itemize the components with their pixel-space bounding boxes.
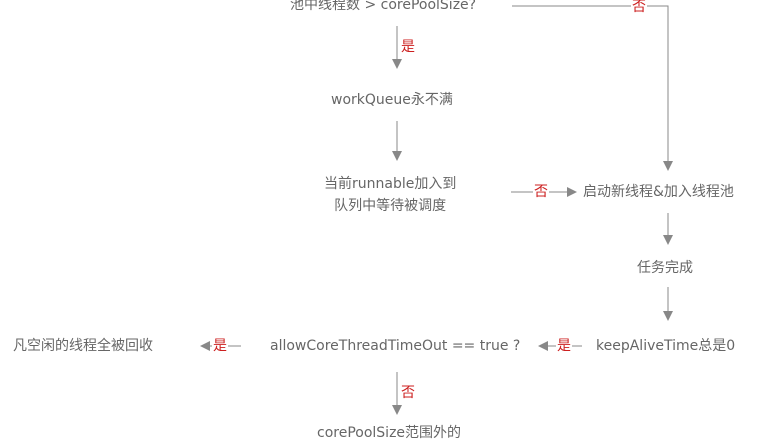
recycle-idle-node: 凡空闲的线程全被回收: [13, 338, 153, 354]
outside-core-node: corePoolSize范围外的: [317, 425, 462, 441]
no-label-top: 否: [631, 0, 647, 15]
start-thread-node: 启动新线程&加入线程池: [583, 184, 734, 200]
add-to-queue-node: 当前runnable加入到 队列中等待被调度: [324, 173, 456, 217]
queue-not-full-node: workQueue永不满: [331, 92, 453, 108]
task-done-node: 任务完成: [637, 260, 693, 276]
no-label-middle: 否: [533, 184, 549, 200]
edge-pool-check-to-start-thread: [512, 5, 673, 171]
no-label-bottom: 否: [400, 385, 416, 401]
add-to-queue-line-2: 队列中等待被调度: [334, 198, 447, 214]
yes-label-down: 是: [400, 39, 416, 55]
add-to-queue-line-1: 当前runnable加入到: [324, 176, 457, 192]
allow-core-timeout-node: allowCoreThreadTimeOut == true ?: [270, 338, 521, 354]
pool-size-check-node: 池中线程数 > corePoolSize?: [290, 0, 477, 13]
keep-alive-node: keepAliveTime总是0: [596, 338, 736, 354]
yes-label-keepalive: 是: [556, 338, 572, 354]
yes-label-recycle: 是: [212, 338, 228, 354]
